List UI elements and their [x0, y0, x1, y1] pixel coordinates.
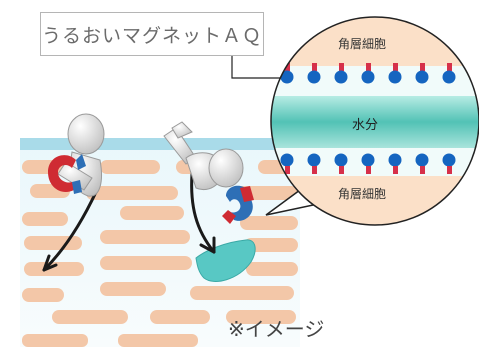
water-band — [271, 96, 479, 148]
molecules-blue-top — [280, 70, 456, 84]
surface-layer — [20, 138, 300, 150]
inset-magnified — [270, 16, 479, 226]
inset-top-cell-label: 角層細胞 — [338, 37, 387, 51]
molecules-red-bottom — [285, 166, 452, 174]
inset-border — [270, 16, 479, 226]
molecules-red-top — [285, 63, 452, 71]
arrow-right — [190, 172, 216, 254]
product-label-text: うるおいマグネットＡＱ — [41, 24, 262, 47]
image-note: ※イメージ — [228, 317, 325, 341]
inset-bottom-cell-label: 角層細胞 — [338, 187, 387, 201]
inset-water-label: 水分 — [352, 118, 379, 133]
arrows — [42, 172, 216, 272]
magnet-left-red — [48, 155, 76, 192]
arrow-left — [42, 190, 98, 272]
figure-right — [163, 121, 254, 224]
connector-line — [231, 56, 284, 79]
figure-left — [48, 113, 105, 197]
molecules-blue-bottom — [280, 153, 456, 167]
magnet-left-blue — [76, 154, 86, 170]
magnet-right-red — [240, 186, 254, 202]
product-label: うるおいマグネットＡＱ — [40, 12, 264, 56]
